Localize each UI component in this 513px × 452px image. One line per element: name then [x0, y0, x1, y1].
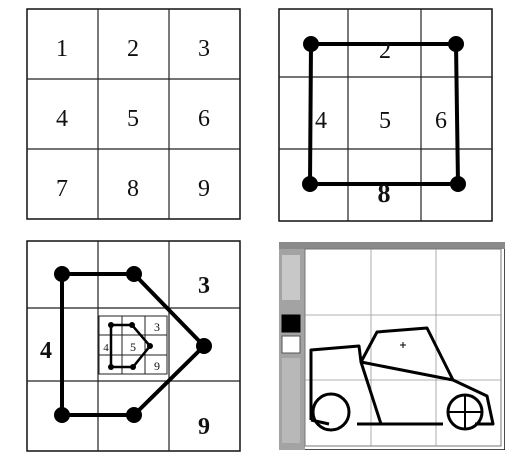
corner-point-top-left [303, 36, 319, 52]
panel-pentagon-grid: 4 5 3 9 3 4 9 [26, 240, 241, 452]
panel-numbered-grid: 1 2 3 4 5 6 7 8 9 [26, 8, 241, 220]
pentagon-point-bottom-left [54, 407, 70, 423]
label-4: 4 [40, 338, 52, 364]
title-bar [279, 242, 505, 249]
label-3: 3 [198, 273, 210, 299]
square-grid-svg: 2 4 5 6 8 [278, 8, 493, 222]
mini-point [147, 343, 153, 349]
corner-point-bottom-right [450, 176, 466, 192]
label-4: 4 [315, 108, 327, 134]
mini-label-5: 5 [130, 340, 136, 354]
cell-4: 4 [56, 106, 68, 132]
numbered-grid-svg: 1 2 3 4 5 6 7 8 9 [26, 8, 241, 220]
cell-9: 9 [198, 176, 210, 202]
palette-lower [282, 358, 300, 443]
drawing-app-svg [279, 242, 505, 450]
color-swatch-black[interactable] [282, 315, 300, 332]
cell-8: 8 [127, 176, 139, 202]
label-6: 6 [435, 108, 447, 134]
label-5: 5 [379, 108, 391, 134]
pentagon-point-bottom-right [126, 407, 142, 423]
cell-6: 6 [198, 106, 210, 132]
mini-label-9: 9 [154, 359, 160, 373]
pentagon-point-top-right [126, 266, 142, 282]
corner-point-top-right [448, 36, 464, 52]
color-swatch-white[interactable] [282, 336, 300, 353]
cell-5: 5 [127, 106, 139, 132]
cell-2: 2 [127, 36, 139, 62]
label-2: 2 [379, 38, 391, 64]
palette-texture [282, 255, 300, 300]
pentagon-grid-svg: 4 5 3 9 3 4 9 [26, 240, 241, 452]
pentagon-point-right [196, 338, 212, 354]
mini-point [129, 322, 135, 328]
label-9: 9 [198, 414, 210, 440]
mini-label-4: 4 [103, 342, 109, 354]
pentagon-point-top-left [54, 266, 70, 282]
mini-grid: 4 5 3 9 [99, 316, 167, 374]
label-8: 8 [378, 179, 391, 208]
cell-1: 1 [56, 36, 68, 62]
cell-3: 3 [198, 36, 210, 62]
cell-7: 7 [56, 176, 68, 202]
corner-point-bottom-left [302, 176, 318, 192]
mini-point [130, 364, 136, 370]
mini-label-3: 3 [154, 320, 160, 334]
canvas[interactable] [305, 249, 501, 446]
panel-square-grid: 2 4 5 6 8 [278, 8, 493, 222]
mini-point [108, 322, 114, 328]
panel-drawing-app [279, 242, 505, 450]
mini-point [108, 364, 114, 370]
